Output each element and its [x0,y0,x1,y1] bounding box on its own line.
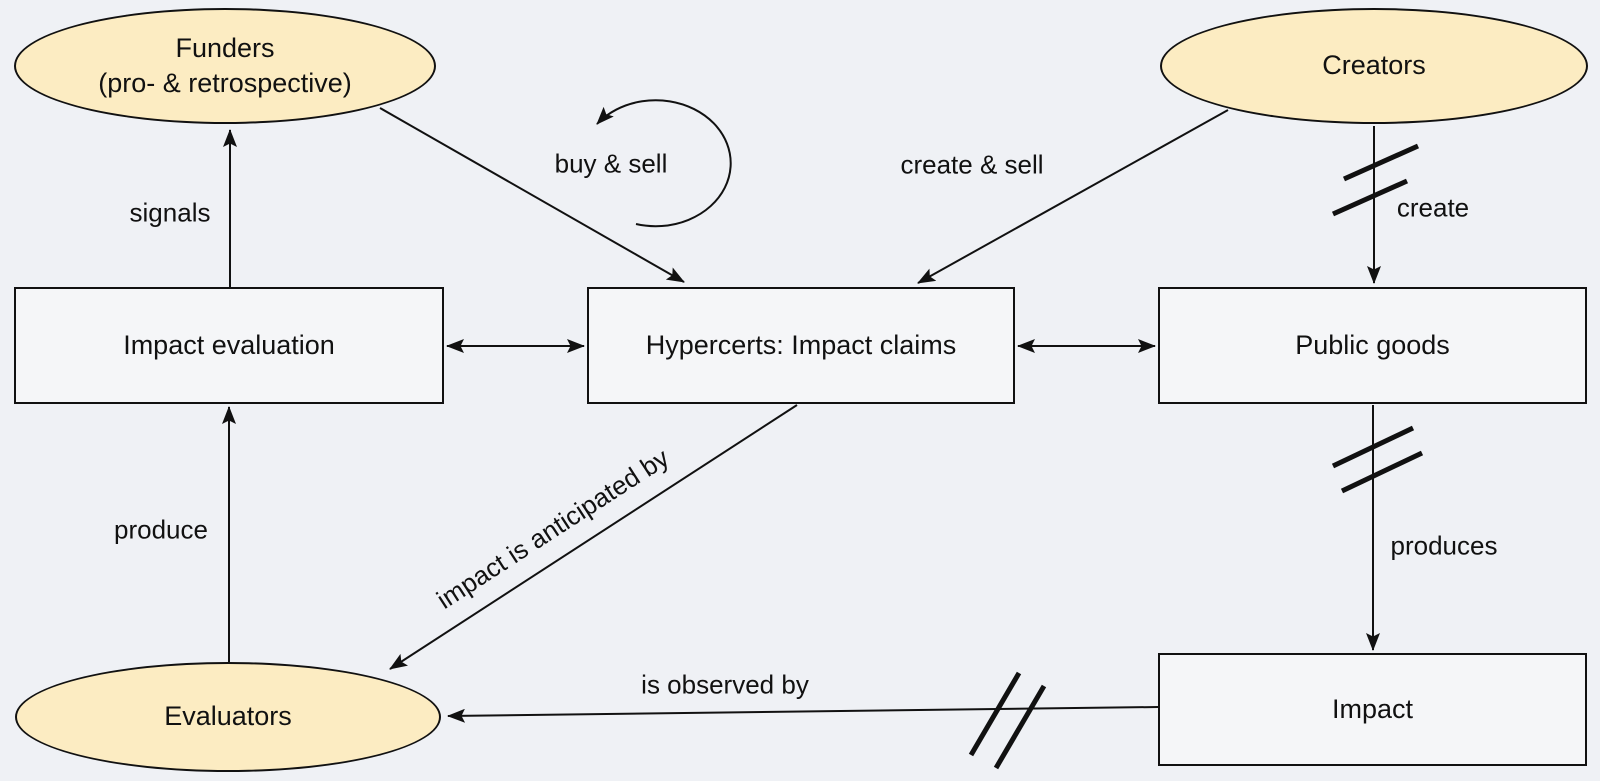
node-evaluators-label: Evaluators [164,701,292,732]
edge-produces-slash-1 [1331,425,1415,469]
edge-observed-slash-2 [993,684,1047,770]
edge-label-produce: produce [114,514,208,545]
edge-label-create: create [1396,192,1470,223]
node-creators-label: Creators [1322,50,1426,81]
node-creators: Creators [1160,8,1588,124]
node-impact-label: Impact [1331,693,1414,724]
edge-label-observed: is observed by [641,669,809,700]
node-funders-label-line1: Funders [175,32,275,63]
node-funders-label-line2: (pro- & retrospective) [98,68,352,98]
node-hypercerts-label: Hypercerts: Impact claims [645,329,957,360]
edge-observed-line [447,706,1159,723]
node-impact-evaluation: Impact evaluation [14,287,444,404]
edge-produces-slash-2 [1340,450,1424,494]
node-impact-evaluation-label: Impact evaluation [123,329,335,360]
node-funders: Funders (pro- & retrospective) [14,8,436,124]
cycle-loop-arrow [596,99,732,228]
edge-anticipated-line [389,404,798,670]
edge-label-signals: signals [129,197,211,228]
edge-label-produces: produces [1390,530,1498,561]
edge-label-create-sell: create & sell [900,149,1044,180]
node-public-goods: Public goods [1158,287,1587,404]
edge-label-buy-sell: buy & sell [554,148,668,179]
edge-observed-slash-1 [968,671,1022,757]
node-impact: Impact [1158,653,1587,766]
edge-create-slash-1 [1342,143,1420,182]
node-evaluators: Evaluators [15,662,441,772]
node-hypercerts: Hypercerts: Impact claims [587,287,1015,404]
edge-create-sell-line [917,109,1229,284]
edge-create-slash-2 [1331,178,1409,217]
edge-buy-sell-line [379,107,685,283]
node-public-goods-label: Public goods [1295,329,1450,360]
